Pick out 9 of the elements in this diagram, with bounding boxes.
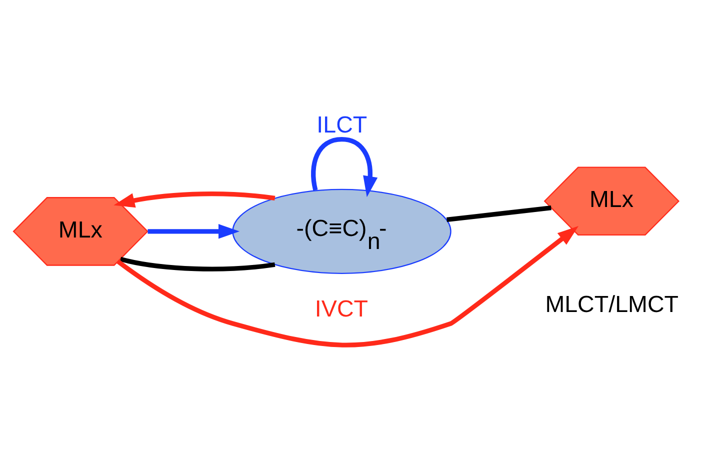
arrow	[114, 192, 276, 208]
connector	[120, 256, 276, 272]
label: MLCT/LMCT	[545, 290, 679, 317]
edge-label: IVCT	[314, 296, 368, 322]
arrow	[148, 224, 240, 239]
edge-label: ILCT	[316, 111, 368, 138]
connector	[446, 206, 552, 222]
arrow	[311, 136, 378, 198]
arrow	[116, 226, 579, 348]
